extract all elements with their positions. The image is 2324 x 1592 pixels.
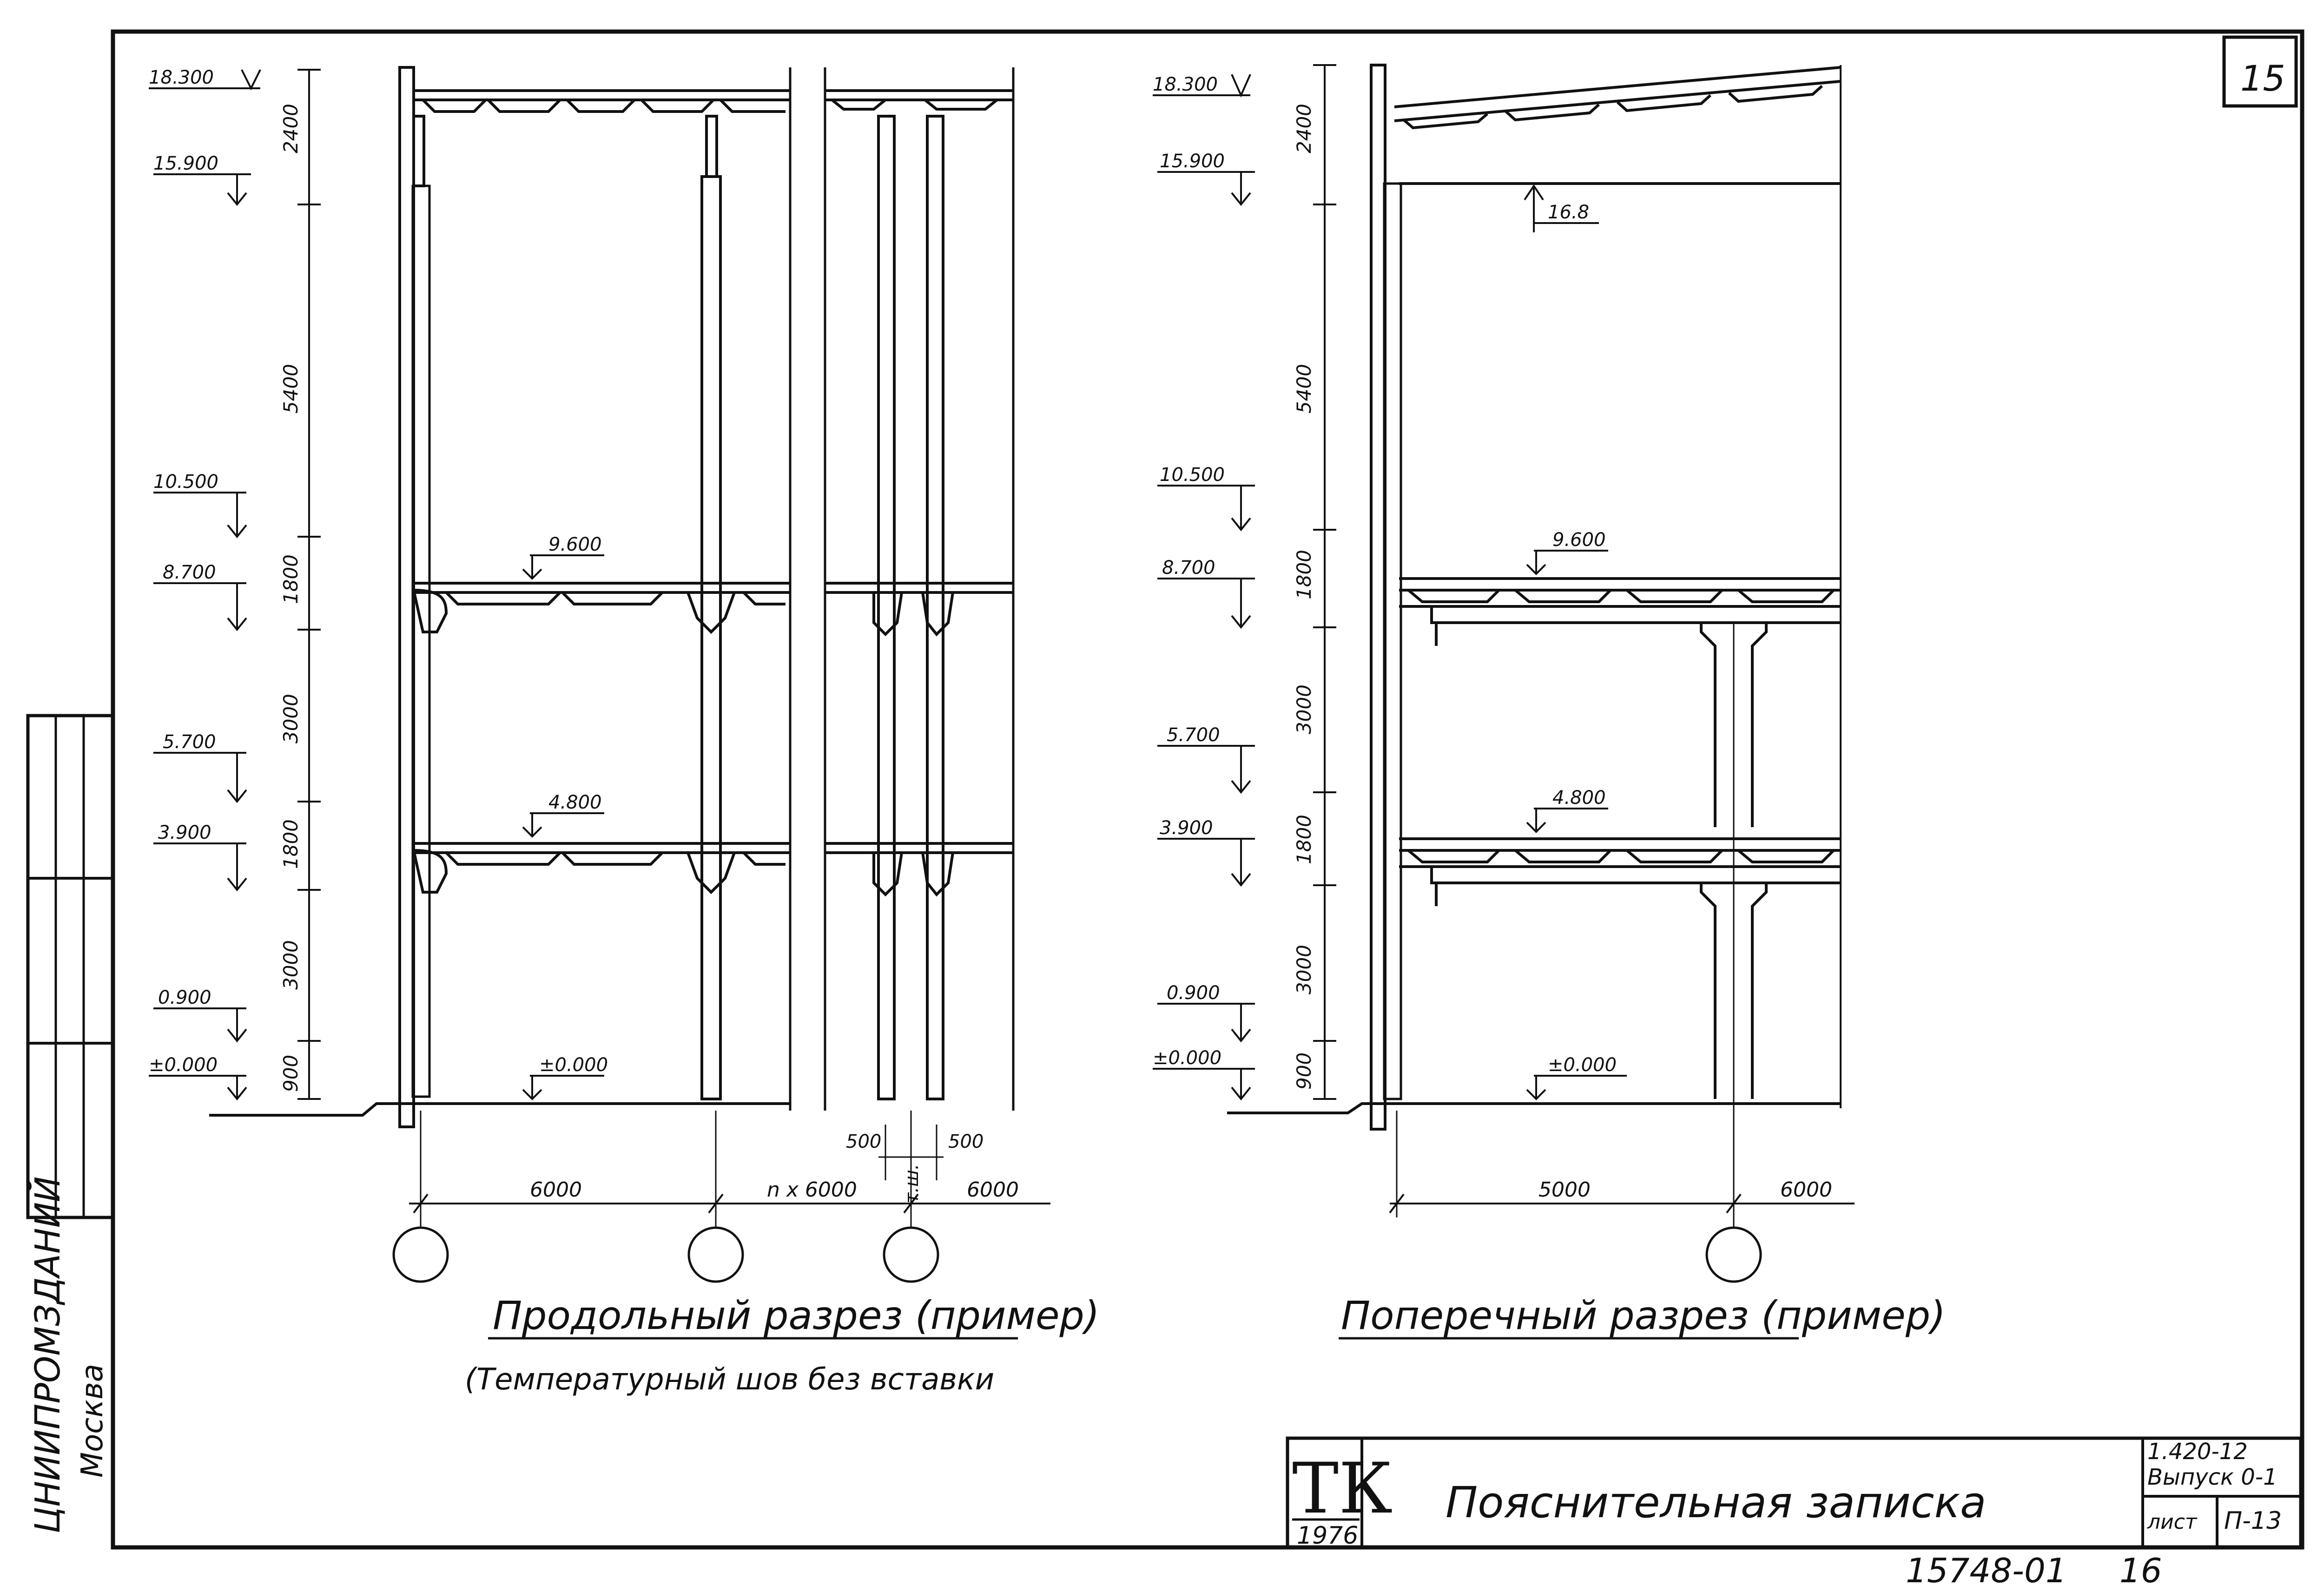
left-elev-3900: 3.900	[158, 822, 211, 843]
right-elev-15900: 15.900	[1160, 151, 1225, 172]
right-elev-18300: 18.300	[1153, 74, 1218, 95]
corner-number: 15	[2240, 58, 2285, 99]
left-vdim-2: 5400	[279, 364, 302, 414]
left-section-subtitle: (Температурный шов без вставки	[465, 1362, 994, 1397]
left-axis-circle-1	[392, 1226, 449, 1283]
corner-number-box	[2222, 35, 2298, 108]
right-vdim-6: 3000	[1293, 945, 1315, 994]
right-vdim-3: 1800	[1293, 550, 1315, 599]
issue-number: Выпуск 0-1	[2147, 1464, 2278, 1490]
right-crane-mark: 16.8	[1548, 202, 1589, 223]
sheet-label: лист	[2147, 1510, 2198, 1534]
side-stamp-org: ЦНИИПРОМЗДАНИЙ	[27, 1177, 68, 1533]
right-ground-line	[1227, 1102, 1841, 1114]
transverse-section: 2400 5400 1800 3000 1800 3000 900 18.300…	[1153, 64, 1946, 1340]
left-columns	[412, 115, 944, 1100]
side-stamp: ЦНИИПРОМЗДАНИЙ Москва	[26, 714, 115, 1533]
left-elev-18300: 18.300	[149, 67, 214, 88]
left-joint-label: т.ш.	[901, 1164, 923, 1204]
left-section-title: Продольный разрез (пример)	[493, 1293, 1100, 1338]
right-elev-5700: 5.700	[1167, 724, 1220, 746]
right-elev-8700: 8.700	[1162, 557, 1215, 579]
right-hdim-6000: 6000	[1780, 1178, 1832, 1202]
left-vdim-1: 2400	[279, 104, 302, 153]
left-hdim-6000-b: 6000	[967, 1178, 1019, 1202]
left-elev-10500: 10.500	[153, 471, 218, 493]
left-elev-8700: 8.700	[163, 562, 216, 583]
left-floor-slab-4800	[414, 842, 790, 866]
series-number: 1.420-12	[2147, 1439, 2248, 1465]
right-vdim-5: 1800	[1293, 815, 1315, 864]
tk-logo: ТК 1976	[1292, 1448, 1393, 1550]
left-axis-circle-2	[687, 1226, 744, 1283]
left-floor-mark-0000: ±0.000	[539, 1054, 608, 1076]
side-stamp-city: Москва	[75, 1364, 110, 1478]
right-vdim-1: 2400	[1293, 104, 1315, 153]
left-vdim-3: 1800	[279, 554, 302, 604]
left-elev-15900: 15.900	[153, 153, 218, 174]
right-section-title: Поперечный разрез (пример)	[1341, 1293, 1946, 1338]
longitudinal-section: 2400 5400 1800 3000 1800 3000 900 18.300…	[149, 66, 1100, 1397]
right-elev-0000: ±0.000	[1153, 1047, 1221, 1069]
left-roof-slab	[414, 89, 790, 113]
right-floor-mark-0000: ±0.000	[1548, 1054, 1617, 1076]
footer-page: 16	[2119, 1551, 2162, 1590]
left-hdim-6000-a: 6000	[530, 1178, 582, 1202]
left-vdim-6: 3000	[279, 940, 302, 990]
left-vdim-7: 900	[279, 1055, 302, 1092]
tk-logo-letters: ТК	[1292, 1448, 1393, 1529]
sheet-frame	[111, 29, 2304, 1550]
right-elev-3900: 3.900	[1160, 817, 1213, 839]
right-vdim-2: 5400	[1293, 364, 1315, 414]
left-elev-0000: ±0.000	[149, 1054, 218, 1076]
right-columns	[1435, 623, 1768, 1099]
left-vdim-5: 1800	[279, 819, 302, 869]
left-joint-dim-b: 500	[948, 1131, 984, 1152]
footer-code: 15748-01	[1906, 1551, 2067, 1590]
right-floor-mark-9600: 9.600	[1552, 529, 1606, 551]
right-hdim-5000: 5000	[1538, 1178, 1591, 1202]
right-elev-0900: 0.900	[1167, 982, 1220, 1004]
left-joint-dim-a: 500	[846, 1131, 881, 1152]
right-axis-circle	[1705, 1226, 1762, 1283]
left-vdim-4: 3000	[279, 694, 302, 743]
right-floor-slab-9600	[1399, 577, 1841, 624]
left-floor-mark-4800: 4.800	[548, 792, 602, 813]
right-vdim-4: 3000	[1293, 684, 1315, 734]
left-floor-mark-9600: 9.600	[548, 534, 602, 555]
tk-logo-year: 1976	[1297, 1522, 1358, 1550]
right-elev-10500: 10.500	[1160, 464, 1225, 486]
left-hdim-nx6000: n x 6000	[767, 1178, 857, 1202]
left-axis-circle-3	[883, 1226, 939, 1283]
right-vdim-7: 900	[1293, 1053, 1315, 1090]
left-ground-line	[209, 1102, 790, 1117]
doc-title: Пояснительная записка	[1446, 1478, 1986, 1527]
right-floor-slab-4800	[1399, 837, 1841, 884]
left-elev-0900: 0.900	[158, 987, 211, 1008]
title-block: ТК 1976 Пояснительная записка 1.420-12 В…	[1286, 1436, 2303, 1550]
right-floor-mark-4800: 4.800	[1552, 787, 1606, 809]
sheet-value: П-13	[2224, 1507, 2282, 1535]
right-roof-slab	[1394, 66, 1841, 130]
left-floor-slab-9600	[414, 582, 790, 605]
left-elev-5700: 5.700	[163, 731, 216, 753]
